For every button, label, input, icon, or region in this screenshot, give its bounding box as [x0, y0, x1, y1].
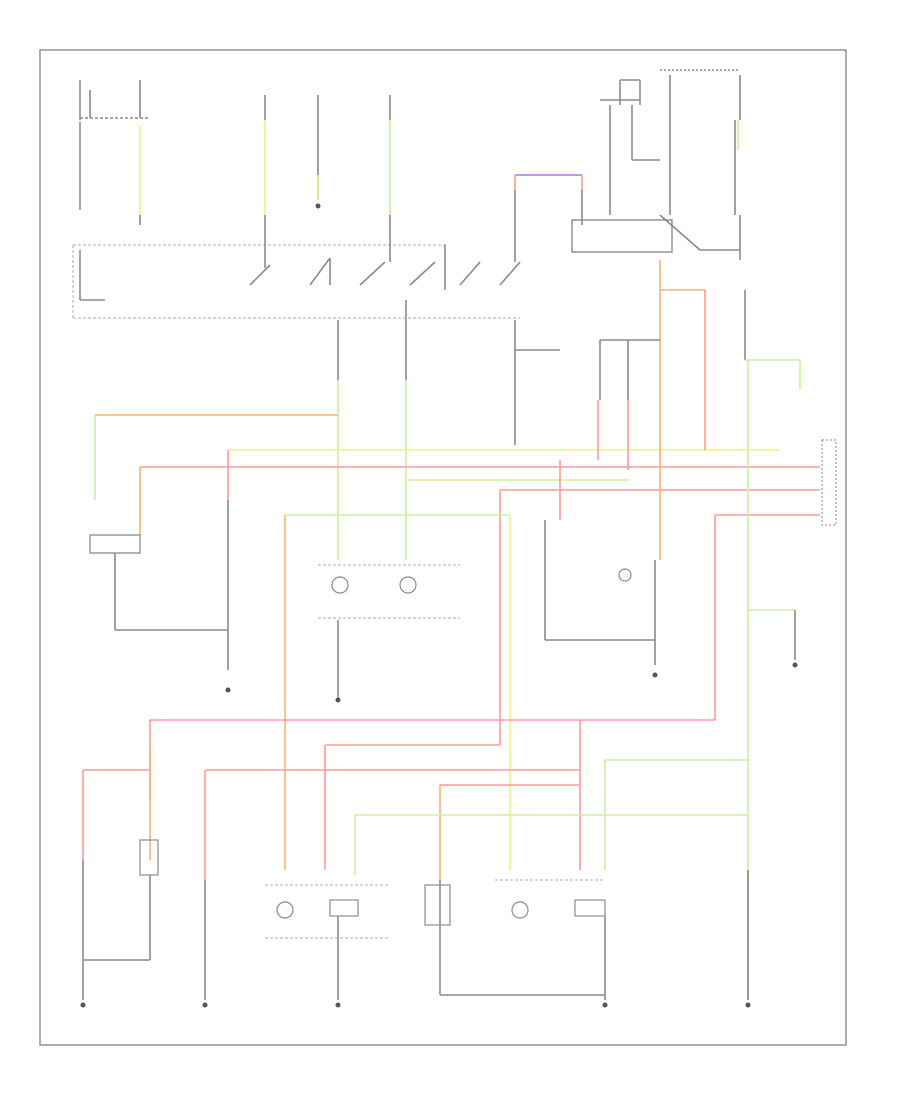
- license-lamp: [80, 839, 159, 1008]
- left-front-lamp: [89, 500, 231, 693]
- high-mount-lamp: [745, 870, 751, 1008]
- right-rear-lamp: [424, 879, 608, 1008]
- top-fuse-block-left: [79, 80, 150, 225]
- right-feeder: [597, 260, 837, 1000]
- left-rear-lamp: [202, 880, 390, 1008]
- center-trunks: [337, 300, 560, 560]
- top-right-relay: [571, 69, 741, 260]
- right-front-lamp: [544, 520, 798, 678]
- bus-wires: [94, 414, 820, 870]
- combination-switch: [72, 225, 521, 319]
- center-lamps: [318, 564, 460, 703]
- diagram-border: [39, 49, 847, 1046]
- lower-bus: [82, 720, 748, 880]
- top-fuse-block-mid: [264, 95, 391, 230]
- purple-wire: [514, 174, 583, 230]
